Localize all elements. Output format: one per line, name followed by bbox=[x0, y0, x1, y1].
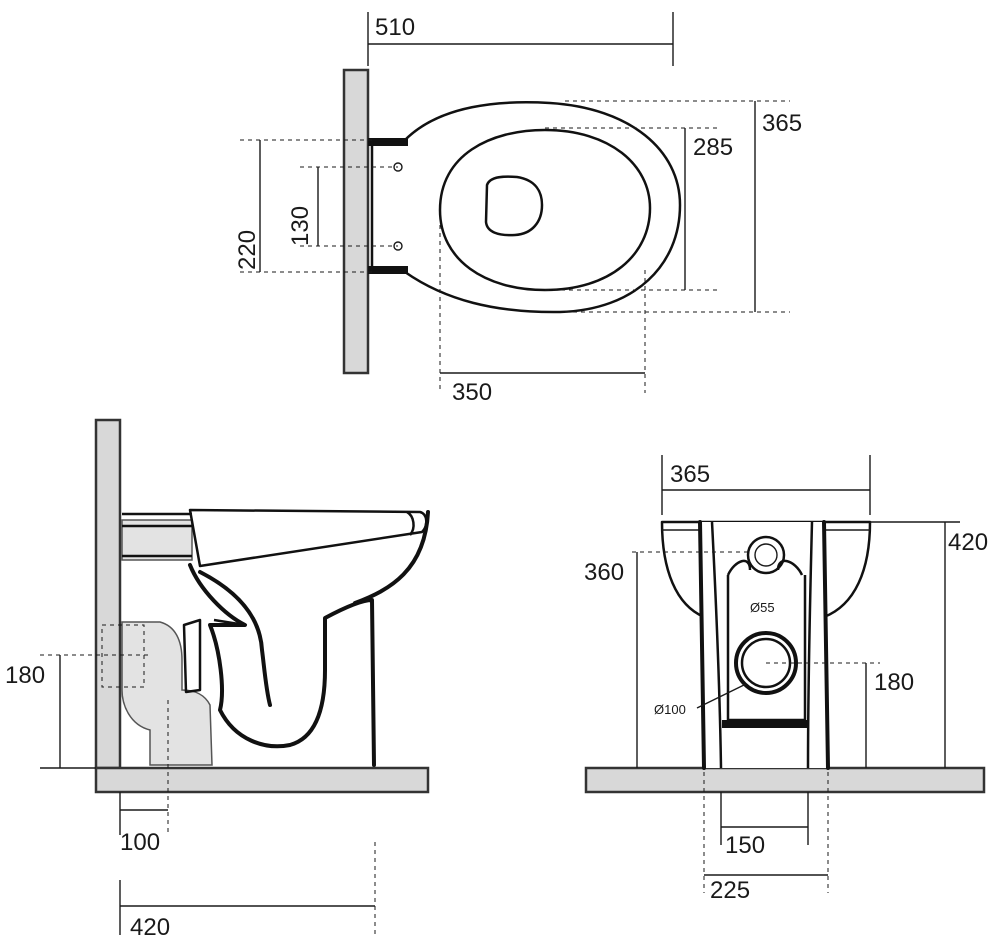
top-view-hole-lower bbox=[393, 241, 403, 251]
dim-inner-width-285: 285 bbox=[693, 134, 733, 161]
label-outlet-diameter: Ø100 bbox=[654, 702, 686, 717]
rear-view-pedestal-left bbox=[698, 520, 706, 770]
dim-length-510: 510 bbox=[375, 14, 415, 41]
side-view-floor bbox=[94, 766, 430, 794]
label-inlet-diameter: Ø55 bbox=[750, 600, 775, 615]
top-view-bowl-outer bbox=[370, 101, 682, 314]
dim-bracket-span-220: 220 bbox=[234, 230, 261, 270]
dim-width-365: 365 bbox=[762, 110, 802, 137]
side-view-wall bbox=[94, 418, 122, 770]
side-view: 180 100 420 bbox=[5, 418, 430, 941]
top-view-bracket-lower bbox=[368, 266, 408, 274]
top-view-bracket-upper bbox=[368, 138, 408, 146]
rear-view-inlet-inner bbox=[754, 543, 778, 567]
side-view-outlet-pipe bbox=[121, 621, 213, 766]
side-view-seat bbox=[188, 508, 428, 568]
dim-rim-height-360: 360 bbox=[584, 559, 624, 586]
rear-view-pedestal-right bbox=[822, 520, 830, 770]
rear-view-inlet-outer bbox=[746, 535, 786, 575]
rear-view: Ø55 Ø100 365 420 360 180 150 225 bbox=[584, 455, 988, 904]
rear-view-outlet-outer bbox=[734, 631, 798, 695]
dim-total-height-420: 420 bbox=[948, 529, 988, 556]
side-view-pipe-connector bbox=[182, 618, 202, 694]
dim-rim-depth-350: 350 bbox=[452, 379, 492, 406]
dim-rear-outlet-height-180: 180 bbox=[874, 669, 914, 696]
top-view-bowl-inner bbox=[438, 128, 652, 292]
dim-base-outer-225: 225 bbox=[710, 877, 750, 904]
side-view-bowl bbox=[188, 563, 376, 767]
dim-fixing-holes-130: 130 bbox=[287, 206, 314, 246]
dim-outlet-offset-100: 100 bbox=[120, 829, 160, 856]
rear-view-floor bbox=[584, 766, 986, 794]
rear-view-base-plate bbox=[722, 720, 808, 728]
dim-rear-width-365: 365 bbox=[670, 461, 710, 488]
dim-base-inner-150: 150 bbox=[725, 832, 765, 859]
dim-wall-depth-420: 420 bbox=[130, 914, 170, 941]
top-view-outlet bbox=[484, 175, 544, 237]
top-view-wall bbox=[342, 68, 370, 375]
top-view: 510 365 285 220 130 350 bbox=[234, 12, 802, 406]
dim-outlet-height-180: 180 bbox=[5, 662, 45, 689]
top-view-hole-upper bbox=[393, 162, 403, 172]
